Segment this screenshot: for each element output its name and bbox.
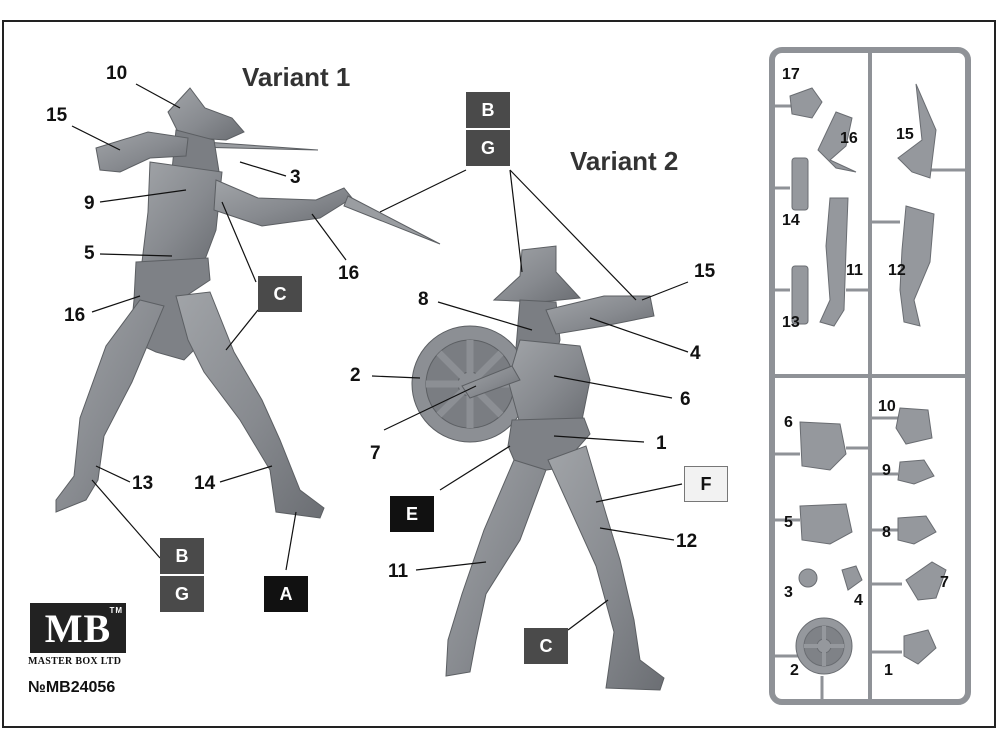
sprue-num-8: 8 — [882, 524, 891, 541]
box-c-v2: C — [524, 628, 568, 664]
box-c-v1: C — [258, 276, 302, 312]
sprue-part-13 — [791, 265, 809, 325]
sprue-num-9: 9 — [882, 462, 891, 479]
v1-label-9: 9 — [84, 193, 95, 214]
sprue-num-2: 2 — [790, 662, 799, 679]
parts-sprue — [769, 47, 971, 705]
sprue-part-17 — [789, 87, 823, 119]
v1-label-13: 13 — [132, 473, 154, 494]
figure-variant-2 — [411, 245, 665, 691]
sprue-num-10: 10 — [878, 398, 896, 415]
sprue-part-2 — [795, 617, 853, 675]
sprue-part-6 — [799, 421, 847, 471]
v1-label-3: 3 — [290, 167, 301, 188]
sprue-num-3: 3 — [784, 584, 793, 601]
v2-label-11: 11 — [388, 561, 409, 582]
box-b-top: B — [466, 92, 510, 128]
v2-label-1: 1 — [656, 433, 667, 454]
sprue-num-11: 11 — [846, 262, 863, 279]
v2-label-7: 7 — [370, 443, 381, 464]
sprue-part-3 — [798, 568, 818, 588]
sprue-num-13: 13 — [782, 314, 800, 331]
v1-label-16-skirt: 16 — [64, 305, 86, 326]
sprue-num-14: 14 — [782, 212, 800, 229]
box-a: A — [264, 576, 308, 612]
sprue-part-11 — [819, 197, 849, 327]
sprue-num-5: 5 — [784, 514, 793, 531]
sprue-num-12: 12 — [888, 262, 906, 279]
sprue-part-7 — [905, 561, 947, 601]
sprue-part-16 — [817, 111, 857, 173]
sprue-num-7: 7 — [940, 574, 949, 591]
v2-label-6: 6 — [680, 389, 691, 410]
sprue-num-16: 16 — [840, 130, 858, 147]
brand-tm: TM — [109, 606, 123, 615]
product-code: №MB24056 — [28, 679, 116, 696]
sprue-part-10 — [895, 407, 933, 445]
figure-variant-1 — [55, 87, 441, 519]
box-e: E — [390, 496, 434, 532]
v2-helmet — [492, 245, 582, 303]
variant-2-title: Variant 2 — [570, 146, 679, 176]
variant-1-title: Variant 1 — [242, 62, 351, 92]
v1-dagger — [343, 195, 441, 245]
sprue-part-5 — [799, 503, 853, 545]
v2-label-8: 8 — [418, 289, 429, 310]
v2-label-15: 15 — [694, 261, 716, 282]
v1-label-15: 15 — [46, 105, 68, 126]
v1-label-16-arm: 16 — [338, 263, 360, 284]
brand-logo-text: MB — [44, 605, 112, 651]
box-f: F — [684, 466, 728, 502]
v1-label-5: 5 — [84, 243, 95, 264]
v1-label-10: 10 — [106, 63, 128, 84]
sprue-num-1: 1 — [884, 662, 893, 679]
leader-lines — [71, 83, 689, 631]
sprue-part-14 — [791, 157, 809, 211]
v1-label-14: 14 — [194, 473, 216, 494]
sprue-num-4: 4 — [854, 592, 863, 609]
box-g-top: G — [466, 130, 510, 166]
brand-maker: MASTER BOX LTD — [28, 656, 122, 667]
v2-label-2: 2 — [350, 365, 361, 386]
v2-label-12: 12 — [676, 531, 698, 552]
sprue-part-8 — [897, 515, 937, 545]
sprue-num-17: 17 — [782, 66, 800, 83]
sprue-num-6: 6 — [784, 414, 793, 431]
sprue-part-15 — [897, 83, 937, 179]
sprue-part-12 — [899, 205, 935, 327]
sprue-part-4 — [841, 565, 863, 591]
sprue-num-15: 15 — [896, 126, 914, 143]
brand-logo: MB TM — [30, 603, 126, 653]
sprue-part-1 — [903, 629, 937, 665]
sprue-part-9 — [897, 459, 935, 485]
box-b-bottom: B — [160, 538, 204, 574]
box-g-bottom: G — [160, 576, 204, 612]
v2-label-4: 4 — [690, 343, 701, 364]
